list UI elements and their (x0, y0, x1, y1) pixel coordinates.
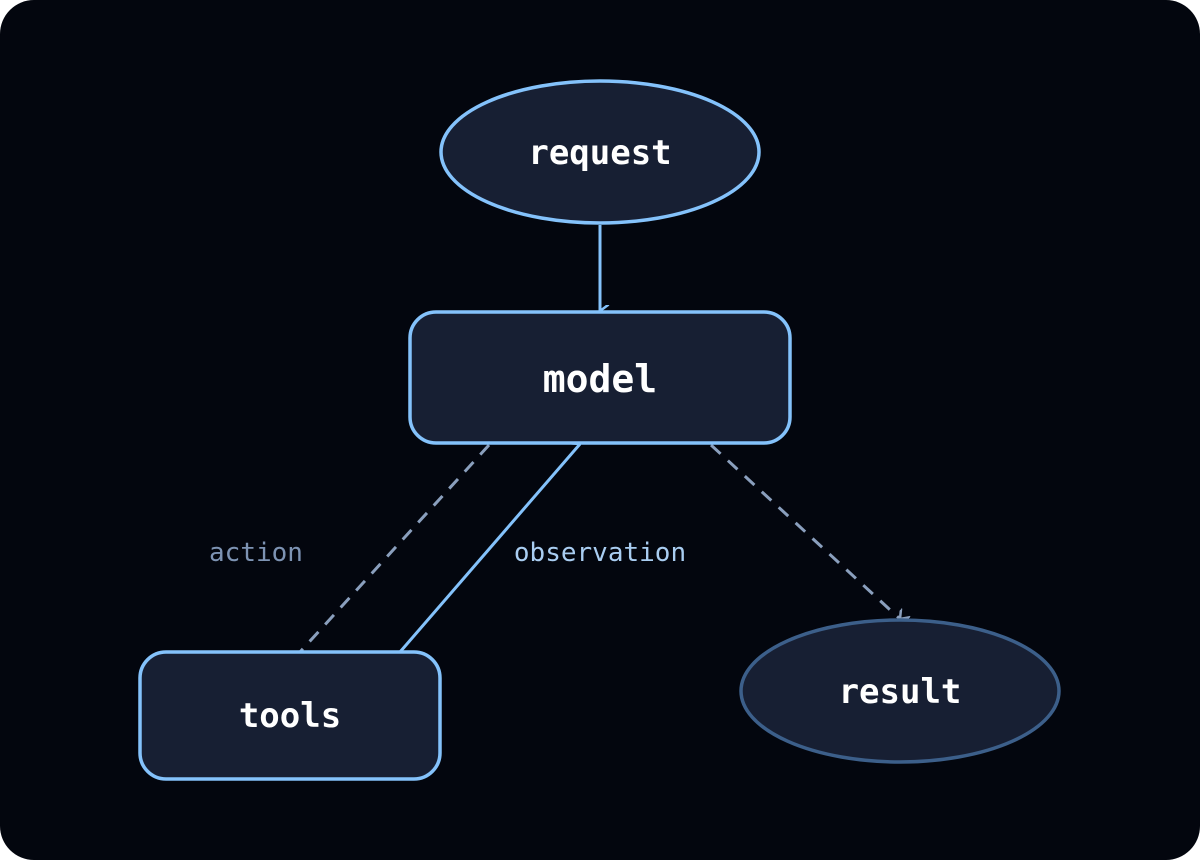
node-model-label: model (543, 357, 657, 401)
node-result: result (739, 618, 1061, 764)
edge-label-action: action (209, 538, 303, 568)
edge-tools-to-model-observation (398, 444, 580, 653)
node-model: model (408, 310, 792, 445)
node-request-shape (439, 79, 761, 225)
edge-model-to-result (709, 443, 900, 619)
node-result-label: result (839, 672, 962, 712)
node-request-label: request (528, 133, 671, 173)
node-model-shape (408, 310, 792, 445)
edge-model-to-tools-action (300, 443, 491, 652)
node-tools-shape (138, 650, 442, 781)
edge-label-observation: observation (514, 538, 686, 568)
node-tools-label: tools (239, 696, 341, 736)
node-tools: tools (138, 650, 442, 781)
node-result-shape (739, 618, 1061, 764)
node-request: request (439, 79, 761, 225)
